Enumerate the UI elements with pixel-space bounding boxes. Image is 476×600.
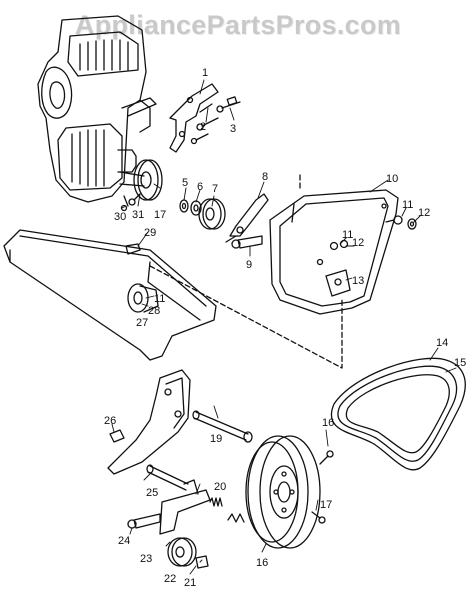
engine-pulley xyxy=(119,159,163,206)
support-bracket xyxy=(107,369,191,475)
callout-11-hub: 11 xyxy=(154,293,165,305)
bolt-9 xyxy=(231,235,263,249)
nut-26 xyxy=(109,429,125,443)
callout-labels: 1 2 3 5 6 7 8 9 10 11 12 11 12 13 14 15 … xyxy=(104,67,466,589)
callout-13: 13 xyxy=(352,275,364,287)
callout-14: 14 xyxy=(436,337,448,349)
callout-16-pulley: 16 xyxy=(256,557,268,569)
bolt-16 xyxy=(319,450,334,465)
drive-pulley-18 xyxy=(245,435,321,549)
callout-11-cover: 11 xyxy=(402,199,413,211)
callout-26: 26 xyxy=(104,415,116,427)
idler-arm-8 xyxy=(225,193,269,243)
callout-30: 30 xyxy=(114,211,126,223)
bolt-17 xyxy=(311,511,326,524)
bracket-1 xyxy=(169,83,219,153)
callout-12-inner: 12 xyxy=(352,237,364,249)
bracket-13 xyxy=(325,269,351,297)
hub-27 xyxy=(127,283,159,313)
callout-19: 19 xyxy=(210,433,222,445)
bolt-3 xyxy=(216,96,241,113)
tension-bracket-23 xyxy=(159,479,211,535)
callout-12-cover: 12 xyxy=(418,207,430,219)
dashed-guides xyxy=(149,171,343,369)
washer-5 xyxy=(179,199,189,213)
belt-cover-10 xyxy=(269,189,399,315)
callout-2: 2 xyxy=(200,121,206,133)
callout-3: 3 xyxy=(230,123,236,135)
pulley-22 xyxy=(167,537,197,567)
callout-7: 7 xyxy=(212,183,218,195)
washer-12-cover xyxy=(407,218,417,230)
callout-24: 24 xyxy=(118,535,130,547)
callout-17-engine: 17 xyxy=(154,209,166,221)
belt-15 xyxy=(337,365,458,462)
bolt-2 xyxy=(190,117,219,145)
spring-20 xyxy=(209,497,245,523)
callout-1: 1 xyxy=(202,67,208,79)
callout-15: 15 xyxy=(454,357,466,369)
axle-19 xyxy=(192,410,253,443)
callout-23: 23 xyxy=(140,553,152,565)
callout-27: 27 xyxy=(136,317,148,329)
callout-28: 28 xyxy=(148,305,160,317)
bracket-29 xyxy=(125,243,141,255)
callout-8: 8 xyxy=(262,171,268,183)
tine-shield-frame xyxy=(3,229,217,361)
nut-21 xyxy=(195,555,209,569)
engine xyxy=(37,15,157,203)
callout-21: 21 xyxy=(184,577,196,589)
callout-6: 6 xyxy=(197,181,203,193)
callout-17-lower: 17 xyxy=(320,499,332,511)
callout-25: 25 xyxy=(146,487,158,499)
idler-pulley-7 xyxy=(198,198,226,230)
callout-5: 5 xyxy=(182,177,188,189)
belt-14 xyxy=(330,357,466,471)
callout-16-upper: 16 xyxy=(322,417,334,429)
callout-20: 20 xyxy=(214,481,226,493)
bolt-11-inner xyxy=(329,239,349,251)
callout-9: 9 xyxy=(246,259,252,271)
callout-10: 10 xyxy=(386,173,398,185)
callout-11-inner: 11 xyxy=(342,229,353,241)
bolt-24 xyxy=(127,513,161,529)
callout-29: 29 xyxy=(144,227,156,239)
callout-31: 31 xyxy=(132,209,144,221)
set-screw xyxy=(120,195,129,212)
bolt-11-cover xyxy=(385,215,403,225)
callout-22: 22 xyxy=(164,573,176,585)
leader-lines xyxy=(111,79,457,575)
arm-25 xyxy=(146,464,189,491)
